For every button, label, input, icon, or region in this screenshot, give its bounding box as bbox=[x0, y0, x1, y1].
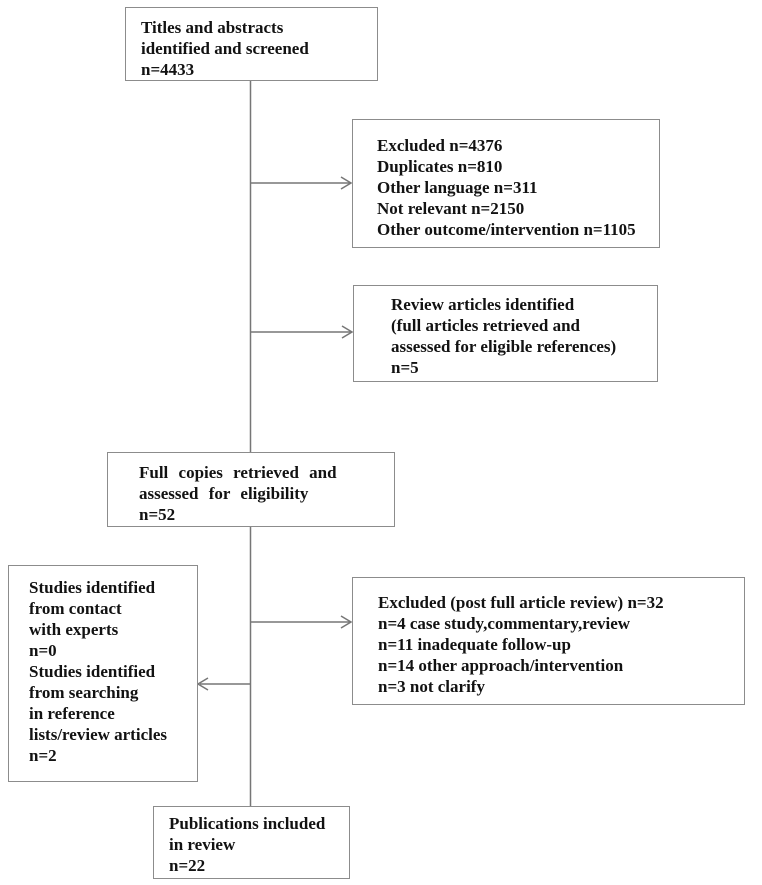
node-line: from contact bbox=[29, 599, 122, 618]
node-line: Duplicates n=810 bbox=[377, 157, 503, 176]
node-publications-included: Publications included in review n=22 bbox=[153, 806, 350, 879]
node-line: lists/review articles bbox=[29, 725, 168, 744]
node-line: Studies identified bbox=[29, 578, 156, 597]
node-line: Publications included bbox=[169, 814, 326, 833]
node-line: from searching bbox=[29, 683, 139, 702]
node-line: n=3 not clarify bbox=[378, 677, 485, 696]
arrow-to-review-articles bbox=[250, 325, 354, 339]
node-line: n=0 bbox=[29, 641, 57, 660]
node-excluded-screening: Excluded n=4376 Duplicates n=810 Other l… bbox=[352, 119, 660, 248]
node-line: in reference bbox=[29, 704, 115, 723]
arrow-to-excluded-screening bbox=[250, 176, 353, 190]
arrow-to-studies-identified bbox=[196, 677, 251, 691]
node-line: n=11 inadequate follow-up bbox=[378, 635, 571, 654]
node-line: with experts bbox=[29, 620, 119, 639]
node-line: identified and screened bbox=[141, 39, 309, 58]
node-line: Excluded (post full article review) n=32 bbox=[378, 593, 664, 612]
node-line: Studies identified bbox=[29, 662, 156, 681]
node-line: Not relevant n=2150 bbox=[377, 199, 525, 218]
node-studies-identified-other-sources: Studies identified from contact with exp… bbox=[8, 565, 198, 782]
node-review-articles-identified: Review articles identified (full article… bbox=[353, 285, 658, 382]
node-line: Other outcome/intervention n=1105 bbox=[377, 220, 636, 239]
node-line: n=4433 bbox=[141, 60, 195, 79]
node-line: assessed for eligible references) bbox=[391, 337, 617, 356]
node-full-copies-retrieved: Full copies retrieved and assessed for e… bbox=[107, 452, 395, 527]
node-line: n=2 bbox=[29, 746, 57, 765]
node-line: in review bbox=[169, 835, 236, 854]
node-line: Titles and abstracts bbox=[141, 18, 284, 37]
node-line: n=52 bbox=[139, 505, 176, 524]
node-excluded-full-article-review: Excluded (post full article review) n=32… bbox=[352, 577, 745, 705]
node-titles-abstracts-screened: Titles and abstracts identified and scre… bbox=[125, 7, 378, 81]
node-line: n=5 bbox=[391, 358, 419, 377]
node-line: Other language n=311 bbox=[377, 178, 538, 197]
node-line: Excluded n=4376 bbox=[377, 136, 503, 155]
node-line: assessed for eligibility bbox=[139, 484, 309, 503]
node-line: Review articles identified bbox=[391, 295, 575, 314]
node-line: Full copies retrieved and bbox=[139, 463, 337, 482]
node-line: n=4 case study,commentary,review bbox=[378, 614, 631, 633]
node-line: (full articles retrieved and bbox=[391, 316, 581, 335]
node-line: n=22 bbox=[169, 856, 206, 875]
node-line: n=14 other approach/intervention bbox=[378, 656, 624, 675]
arrow-to-excluded-full-review bbox=[250, 615, 353, 629]
